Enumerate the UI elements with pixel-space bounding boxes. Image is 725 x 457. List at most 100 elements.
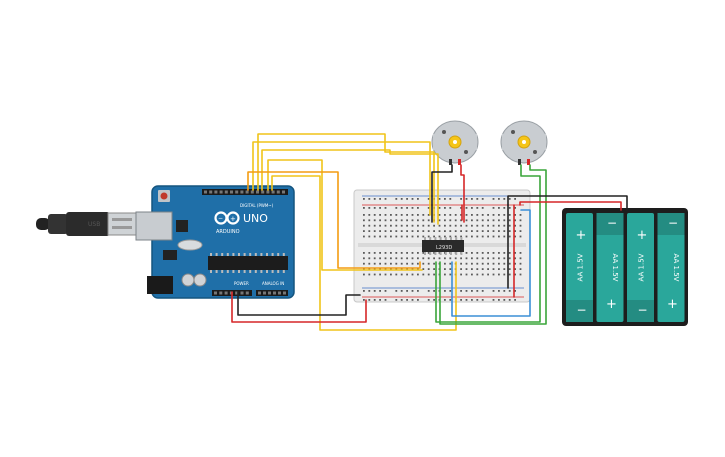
breadboard-hole[interactable] [368, 290, 371, 292]
breadboard-hole[interactable] [465, 257, 468, 260]
header-pin[interactable] [271, 190, 275, 194]
reset-button[interactable] [160, 192, 168, 200]
breadboard-hole[interactable] [449, 224, 452, 227]
header-pin[interactable] [245, 291, 249, 295]
breadboard-hole[interactable] [411, 230, 414, 232]
breadboard-hole[interactable] [406, 214, 408, 216]
breadboard-hole[interactable] [503, 235, 506, 238]
breadboard-hole[interactable] [449, 273, 452, 276]
breadboard-hole[interactable] [400, 214, 403, 216]
breadboard-hole[interactable] [454, 235, 457, 238]
breadboard-hole[interactable] [406, 262, 408, 265]
breadboard-hole[interactable] [400, 235, 403, 238]
wire-red[interactable] [460, 164, 465, 223]
breadboard-hole[interactable] [368, 224, 371, 227]
breadboard-hole[interactable] [373, 198, 376, 200]
breadboard-hole[interactable] [460, 214, 462, 216]
wire-black[interactable] [507, 195, 628, 211]
arduino-uno[interactable]: DIGITAL (PWM~) − + UNO ARDUINO POWER ANA… [135, 185, 295, 299]
breadboard-hole[interactable] [373, 230, 376, 232]
breadboard-hole[interactable] [438, 230, 441, 232]
breadboard-hole[interactable] [519, 219, 522, 222]
breadboard-hole[interactable] [400, 207, 403, 209]
breadboard-hole[interactable] [395, 230, 398, 232]
breadboard-hole[interactable] [363, 262, 365, 265]
breadboard-hole[interactable] [487, 268, 489, 270]
breadboard-hole[interactable] [379, 207, 381, 209]
breadboard-hole[interactable] [379, 219, 381, 222]
breadboard-hole[interactable] [508, 299, 511, 301]
breadboard-hole[interactable] [379, 224, 381, 227]
breadboard-hole[interactable] [363, 290, 365, 292]
breadboard-hole[interactable] [519, 235, 522, 238]
breadboard-hole[interactable] [417, 299, 419, 301]
header-pin[interactable] [224, 291, 228, 295]
breadboard-hole[interactable] [492, 299, 495, 301]
breadboard-hole[interactable] [508, 219, 511, 222]
breadboard-hole[interactable] [487, 230, 489, 232]
breadboard-hole[interactable] [492, 257, 495, 260]
breadboard-hole[interactable] [476, 299, 479, 301]
breadboard-hole[interactable] [427, 219, 430, 222]
breadboard-hole[interactable] [422, 262, 425, 265]
breadboard-hole[interactable] [422, 224, 425, 227]
breadboard-hole[interactable] [395, 262, 398, 265]
breadboard-hole[interactable] [460, 230, 462, 232]
breadboard-hole[interactable] [444, 230, 446, 232]
breadboard-hole[interactable] [384, 214, 387, 216]
breadboard-hole[interactable] [427, 207, 430, 209]
breadboard-hole[interactable] [438, 252, 441, 254]
breadboard-hole[interactable] [390, 257, 392, 260]
breadboard-hole[interactable] [481, 268, 484, 270]
breadboard-hole[interactable] [465, 262, 468, 265]
breadboard-hole[interactable] [411, 207, 414, 209]
breadboard-hole[interactable] [508, 230, 511, 232]
breadboard-hole[interactable] [514, 224, 516, 227]
breadboard-hole[interactable] [498, 207, 500, 209]
wire-yellow[interactable] [257, 133, 435, 223]
breadboard-hole[interactable] [433, 290, 435, 292]
breadboard-hole[interactable] [390, 224, 392, 227]
breadboard-hole[interactable] [514, 207, 516, 209]
breadboard-hole[interactable] [390, 262, 392, 265]
motor-right[interactable] [500, 120, 548, 165]
breadboard-hole[interactable] [395, 257, 398, 260]
breadboard-hole[interactable] [395, 224, 398, 227]
breadboard-hole[interactable] [460, 273, 462, 276]
breadboard-hole[interactable] [471, 219, 473, 222]
breadboard-hole[interactable] [508, 252, 511, 254]
breadboard-hole[interactable] [373, 273, 376, 276]
wire-black[interactable] [431, 164, 453, 223]
breadboard-hole[interactable] [449, 198, 452, 200]
breadboard-hole[interactable] [476, 268, 479, 270]
breadboard-hole[interactable] [373, 252, 376, 254]
wire-orange[interactable] [247, 171, 421, 269]
breadboard-hole[interactable] [460, 219, 462, 222]
motor-left[interactable] [431, 120, 479, 165]
header-pin[interactable] [263, 291, 266, 295]
breadboard-hole[interactable] [465, 290, 468, 292]
breadboard-hole[interactable] [481, 235, 484, 238]
breadboard-hole[interactable] [422, 268, 425, 270]
header-pin[interactable] [282, 190, 285, 194]
breadboard-hole[interactable] [400, 268, 403, 270]
breadboard-hole[interactable] [514, 230, 516, 232]
breadboard-hole[interactable] [368, 207, 371, 209]
breadboard-hole[interactable] [444, 224, 446, 227]
breadboard-hole[interactable] [406, 230, 408, 232]
breadboard-hole[interactable] [460, 207, 462, 209]
breadboard-hole[interactable] [471, 262, 473, 265]
breadboard-hole[interactable] [368, 198, 371, 200]
breadboard-hole[interactable] [417, 207, 419, 209]
breadboard-hole[interactable] [373, 219, 376, 222]
breadboard-hole[interactable] [498, 224, 500, 227]
breadboard-hole[interactable] [406, 299, 408, 301]
breadboard-hole[interactable] [433, 273, 435, 276]
breadboard-hole[interactable] [433, 235, 435, 238]
breadboard-hole[interactable] [476, 252, 479, 254]
breadboard-hole[interactable] [411, 235, 414, 238]
breadboard-hole[interactable] [417, 290, 419, 292]
breadboard-hole[interactable] [481, 214, 484, 216]
breadboard-hole[interactable] [481, 262, 484, 265]
breadboard-hole[interactable] [460, 257, 462, 260]
